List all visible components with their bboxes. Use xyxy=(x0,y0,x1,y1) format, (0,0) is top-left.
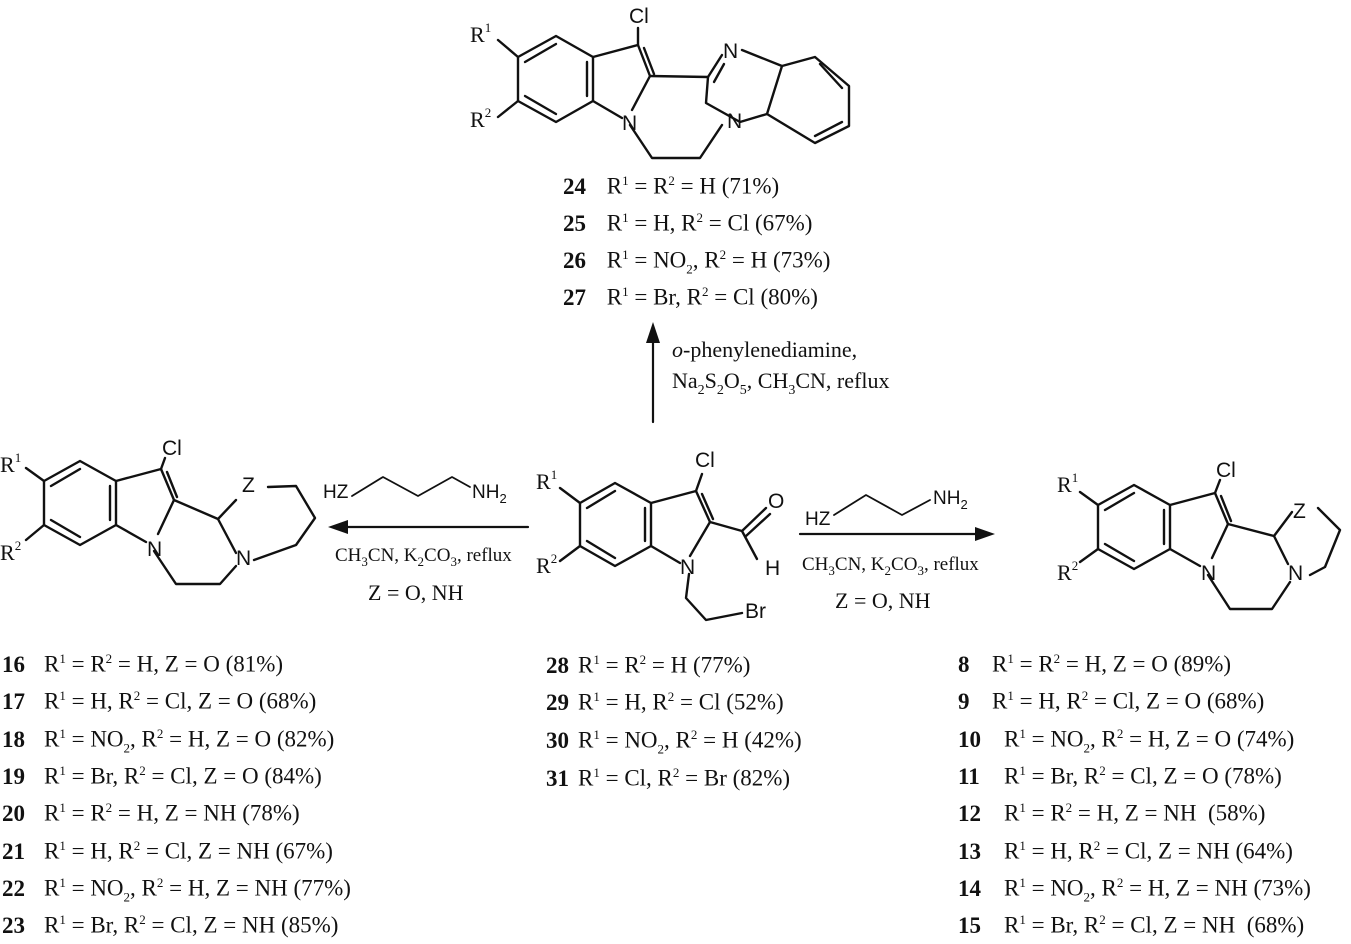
reagent-right: HZ NH2 CH3CN, K2CO3, reflux Z = O, NH xyxy=(802,488,979,613)
r2-label-right: R2 xyxy=(1057,558,1078,585)
r1-label-left: R1 xyxy=(0,450,21,477)
oxygen-label-center: O xyxy=(768,490,784,513)
structure-right-product: Cl Z N N R1 R2 xyxy=(1057,459,1342,611)
z-values-right: Z = O, NH xyxy=(835,588,931,613)
arrow-right xyxy=(798,527,995,541)
r2-label-top: R2 xyxy=(470,105,491,132)
nitrogen-label-top-1: N xyxy=(723,40,738,63)
chloro-label-center: Cl xyxy=(695,449,715,472)
r2-label-center: R2 xyxy=(536,551,557,578)
compound-26: 26 R1 = NO2, R2 = H (73%) xyxy=(563,247,831,277)
r1-label-right: R1 xyxy=(1057,470,1078,497)
bromo-label-center: Br xyxy=(745,600,766,623)
reagent-top-line2: Na2S2O5, CH3CN, reflux xyxy=(672,368,889,398)
hz-label-right: HZ xyxy=(805,509,831,530)
arrow-up xyxy=(646,322,660,424)
structure-left-product: Cl Z N N R1 R2 xyxy=(0,437,317,586)
arrow-left xyxy=(328,520,530,534)
nitrogen-label-top-2: N xyxy=(622,112,637,135)
nh2-label-left: NH2 xyxy=(472,482,507,506)
r1-label-center: R1 xyxy=(536,467,557,494)
nh2-label-right: NH2 xyxy=(933,488,968,512)
nitrogen-label-top-3: N xyxy=(727,110,742,133)
nitrogen-label-left-2: N xyxy=(236,547,251,570)
r1-label-top: R1 xyxy=(470,20,491,47)
conditions-right: CH3CN, K2CO3, reflux xyxy=(802,554,979,578)
r2-label-left: R2 xyxy=(0,538,21,565)
conditions-left: CH3CN, K2CO3, reflux xyxy=(335,545,512,569)
compound-24: 24 R1 = R2 = H (71%) xyxy=(563,173,780,199)
nitrogen-label-left-1: N xyxy=(147,538,162,561)
structure-center-aldehyde: Cl O H N Br R1 R2 xyxy=(536,449,784,623)
reagent-left: HZ NH2 CH3CN, K2CO3, reflux Z = O, NH xyxy=(323,476,512,605)
reagent-top-line1: o-phenylenediamine, xyxy=(672,337,857,362)
chloro-label-left: Cl xyxy=(162,437,182,460)
compound-27: 27 R1 = Br, R2 = Cl (80%) xyxy=(563,284,818,310)
compound-25: 25 R1 = H, R2 = Cl (67%) xyxy=(563,210,813,236)
z-label-left: Z xyxy=(242,474,255,497)
chloro-label-top: Cl xyxy=(629,5,649,28)
nitrogen-label-center: N xyxy=(680,556,695,579)
chloro-label-right: Cl xyxy=(1216,459,1236,482)
z-label-right: Z xyxy=(1293,500,1306,523)
nitrogen-label-right-2: N xyxy=(1288,562,1303,585)
hz-label-left: HZ xyxy=(323,482,349,503)
z-values-left: Z = O, NH xyxy=(368,580,464,605)
structure-top-product: Cl N N N R1 R2 xyxy=(470,5,851,160)
reagent-top: o-phenylenediamine, Na2S2O5, CH3CN, refl… xyxy=(672,337,889,398)
nitrogen-label-right-1: N xyxy=(1201,562,1216,585)
hydrogen-label-center: H xyxy=(765,557,780,580)
